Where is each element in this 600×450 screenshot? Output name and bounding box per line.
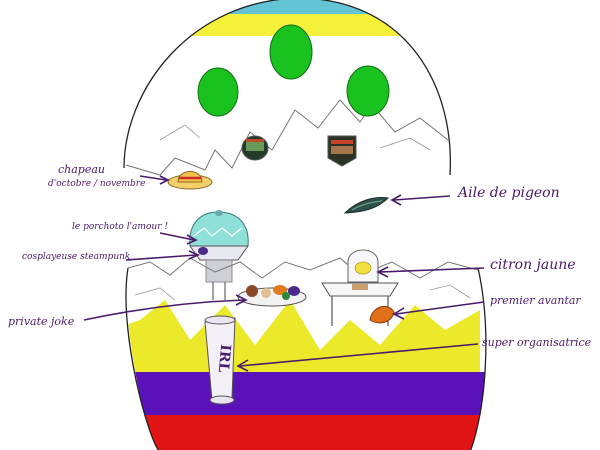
label-private-joke-text: private joke — [8, 315, 75, 328]
label-super: super organisatrice — [482, 336, 592, 349]
label-citron: citron jaune — [490, 257, 576, 273]
avatar-creature-icon — [369, 305, 395, 324]
irl-scroll-icon: IRL — [204, 315, 236, 405]
hat-icon — [167, 171, 213, 190]
arrow-super — [239, 343, 479, 367]
label-chapeau-sub: d'octobre / novembre — [48, 179, 146, 190]
food-plate-icon — [237, 285, 307, 307]
arrow-citron — [379, 267, 485, 273]
label-cosplay: cosplayeuse steampunk — [22, 252, 131, 263]
egg-bottom-half — [125, 257, 487, 450]
egg-spot-right — [346, 65, 390, 117]
lamp-cloche-icon — [189, 210, 249, 300]
arrow-premier — [395, 301, 485, 315]
egg-spot-top — [269, 24, 313, 80]
label-aile-text: Aile de pigeon — [458, 185, 560, 201]
arrow-chapeau — [139, 175, 167, 181]
badge-left — [241, 135, 269, 161]
label-chapeau-line1: chapeau — [58, 163, 105, 176]
label-premier: premier avantar — [490, 294, 581, 307]
crack-edge-top — [125, 99, 449, 176]
irl-scroll-text: IRL — [215, 344, 233, 373]
crack-edge-bottom — [127, 257, 479, 279]
label-chapeau-line2: d'octobre / novembre — [48, 179, 146, 189]
egg-top-half — [123, 0, 452, 176]
pigeon-wing-icon — [343, 197, 390, 214]
label-premier-text: premier avantar — [490, 294, 581, 307]
badge-right — [327, 135, 357, 167]
label-chapeau: chapeau — [58, 163, 105, 176]
arrow-cosplay — [125, 254, 197, 261]
lemon-jar-icon — [347, 249, 379, 283]
label-citron-text: citron jaune — [490, 257, 576, 273]
label-porcelaine: le porchoto l'amour ! — [72, 222, 168, 233]
arrows — [83, 175, 485, 372]
arrow-private-joke — [83, 299, 245, 321]
table-icon — [321, 282, 399, 326]
arrow-porcelaine — [159, 232, 195, 241]
bottom-red-band — [126, 415, 487, 450]
label-porcelaine-text: le porchoto l'amour ! — [72, 222, 168, 232]
egg-spot-left — [197, 67, 239, 117]
label-aile: Aile de pigeon — [458, 185, 560, 201]
arrow-aile — [393, 195, 451, 201]
bottom-purple-band — [126, 372, 487, 417]
label-cosplay-text: cosplayeuse steampunk — [22, 252, 131, 262]
label-private-joke: private joke — [8, 315, 75, 328]
egg-top-outline — [123, 0, 452, 176]
label-super-text: super organisatrice — [482, 336, 592, 349]
egg-bottom-outline — [125, 267, 487, 450]
